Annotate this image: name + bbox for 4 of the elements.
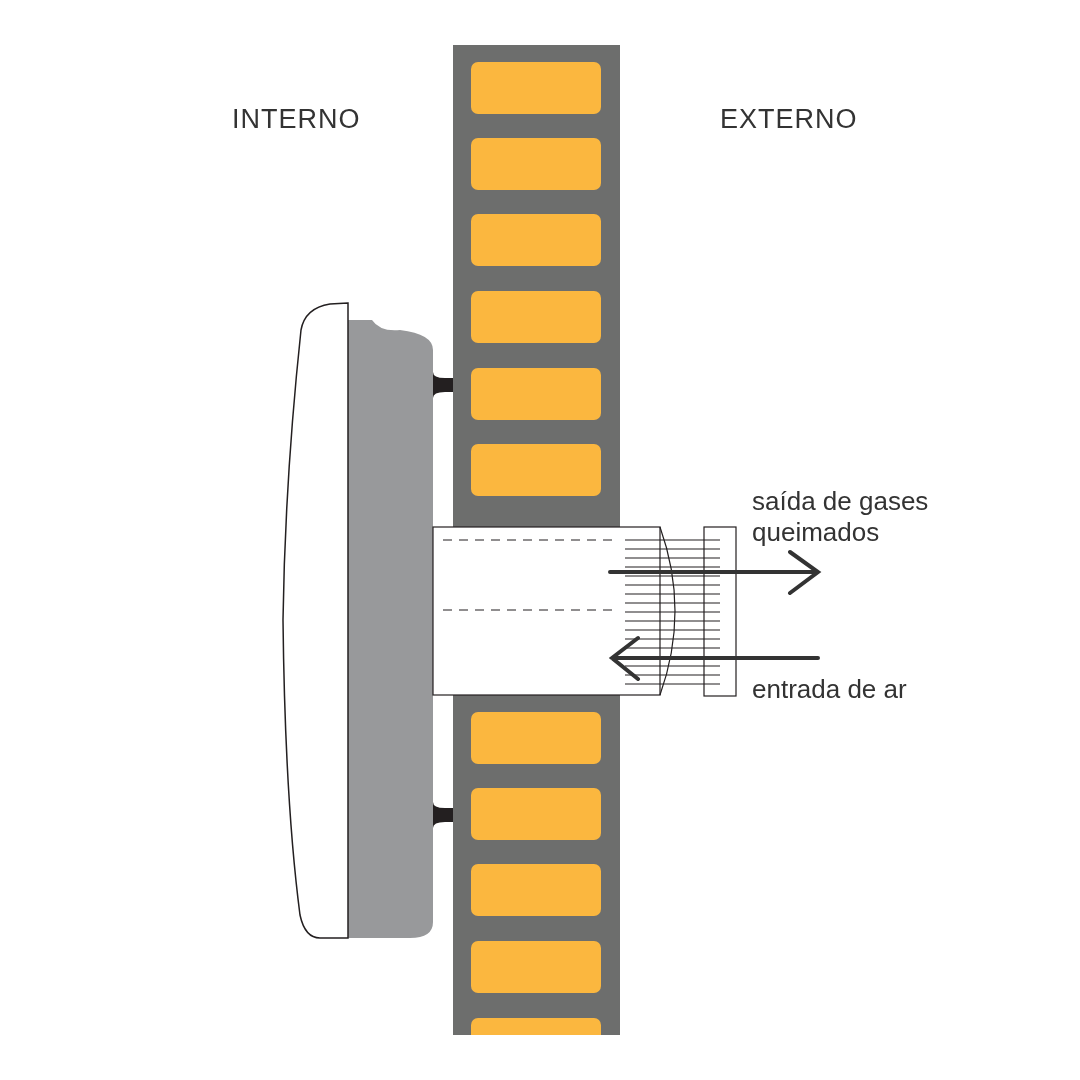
side-label: INTERNO [232,104,361,135]
flow-label: entrada de ar [752,674,907,705]
flow-label: saída de gases queimados [752,486,930,548]
side-label: EXTERNO [720,104,858,135]
